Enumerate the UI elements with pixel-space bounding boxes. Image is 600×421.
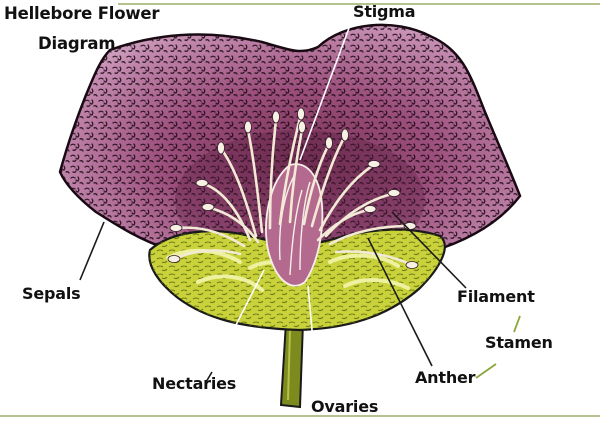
stem [279, 321, 305, 409]
label-stamen: Stamen [485, 333, 553, 352]
label-nectaries: Nectaries [152, 374, 237, 393]
anther-cluster [167, 107, 419, 269]
stamen-cluster [174, 116, 412, 266]
label-anther: Anther [415, 368, 476, 387]
diagram-title-line2: Diagram [38, 34, 116, 53]
label-sepals: Sepals [22, 284, 81, 303]
label-filament: Filament [457, 287, 535, 306]
leader-lines [79, 19, 467, 397]
label-ovaries: Ovaries [311, 397, 379, 416]
stamen-bracket [475, 315, 521, 379]
diagram-title: Hellebore Flower [4, 4, 160, 23]
label-stigma: Stigma [353, 2, 416, 21]
